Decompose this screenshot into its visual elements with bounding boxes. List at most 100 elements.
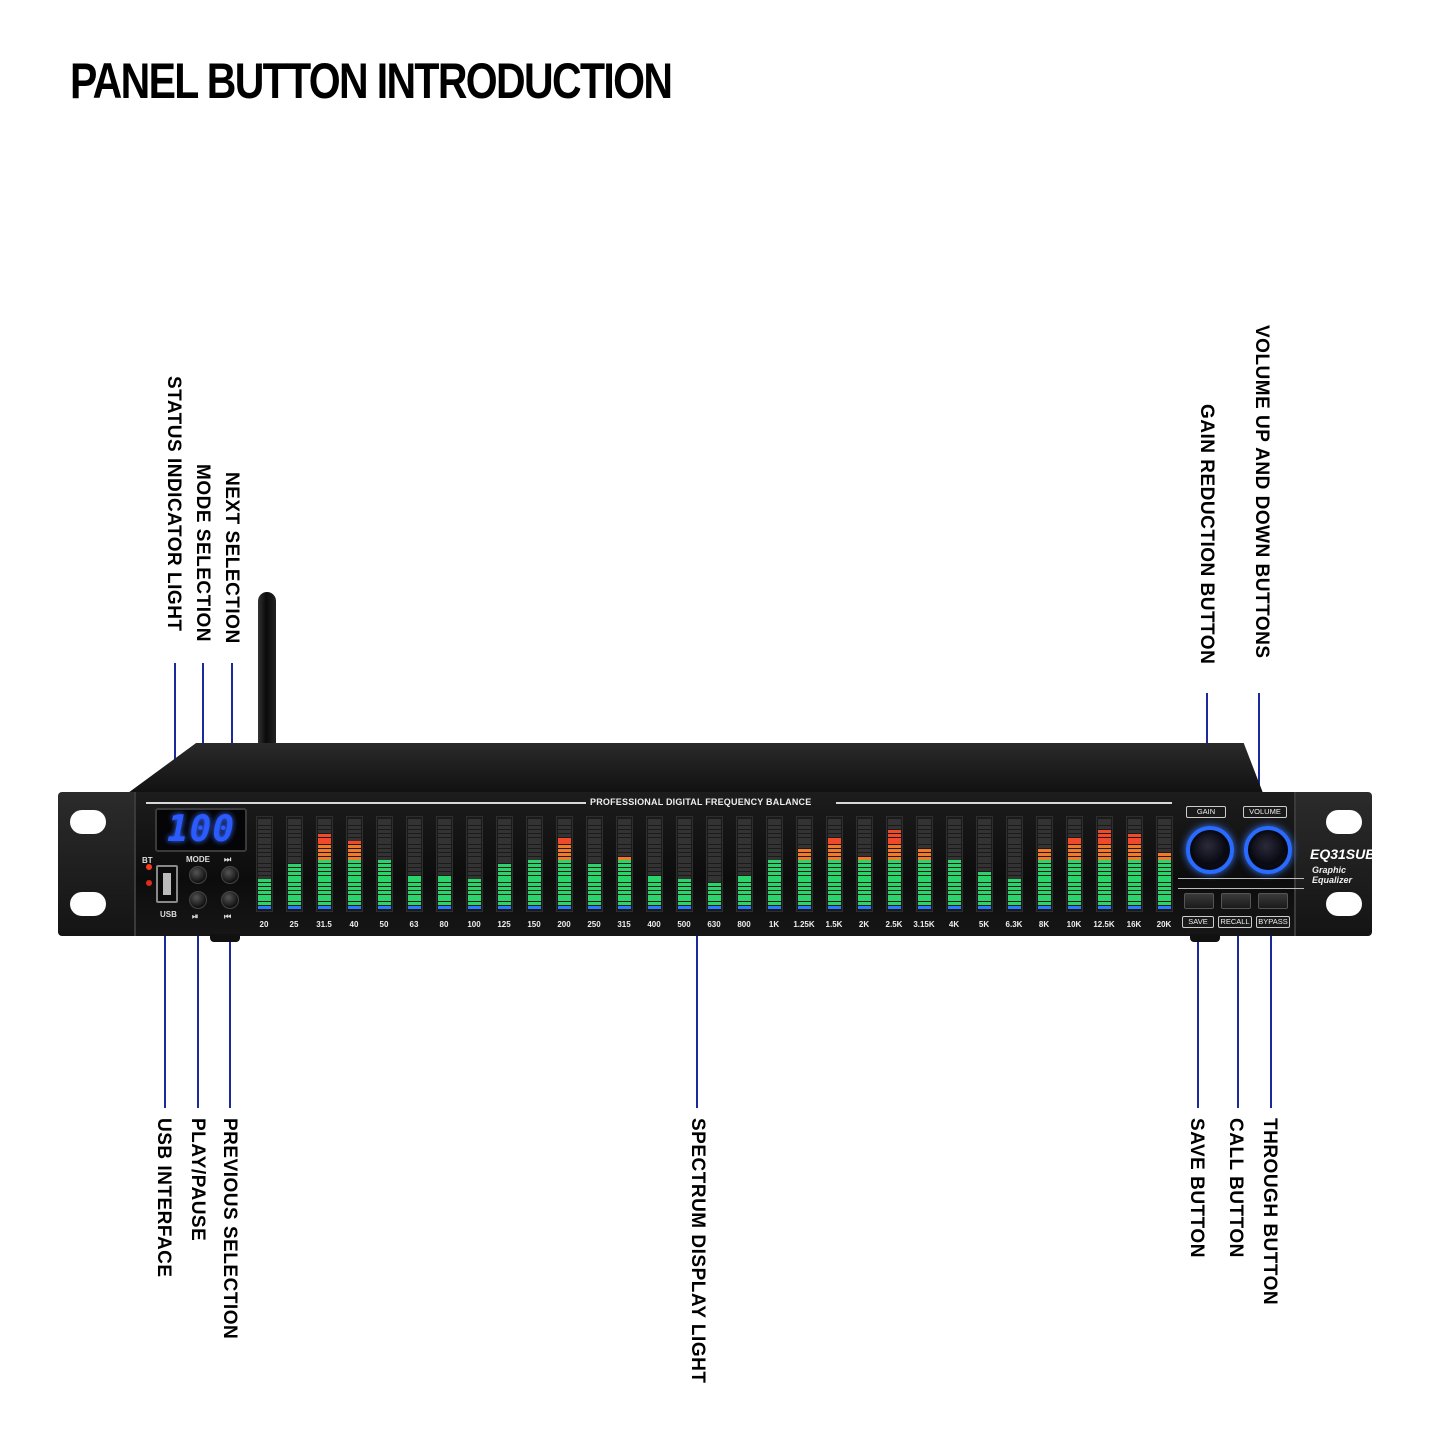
band-segment [498,830,511,833]
band-label: 10K [1066,920,1082,929]
band-segment [438,833,451,837]
band-segment [258,906,271,909]
band-segment [1098,890,1111,894]
band-segment [768,898,781,902]
band-segment [1098,883,1111,887]
band-segment [258,887,271,890]
band-segment [618,852,631,856]
band-segment [1158,826,1171,830]
band-segment [1128,883,1141,887]
recall-button[interactable] [1221,893,1251,909]
band-segment [738,822,751,826]
play-pause-button[interactable] [189,891,207,909]
band-400 [646,816,663,912]
band-segment [558,837,571,841]
band-40 [346,816,363,912]
band-segment [288,833,301,837]
band-segment [918,875,931,879]
band-segment [618,837,631,841]
band-segment [498,883,511,887]
band-segment [1008,902,1021,906]
band-segment [708,864,721,868]
band-segment [408,845,421,849]
gain-knob[interactable] [1186,826,1234,874]
band-segment [678,841,691,845]
previous-button[interactable] [221,891,239,909]
band-segment [858,890,871,894]
band-segment [738,841,751,845]
rack-ear-right [1292,792,1372,936]
save-button[interactable] [1184,893,1214,909]
band-segment [1038,887,1051,890]
band-segment [288,818,301,822]
band-segment [498,894,511,898]
band-segment [258,841,271,845]
band-segment [498,890,511,894]
band-segment [1158,860,1171,864]
panel-header-text: PROFESSIONAL DIGITAL FREQUENCY BALANCE [590,797,812,807]
band-segment [948,830,961,833]
band-segment [978,868,991,871]
band-segment [798,894,811,898]
band-segment [378,864,391,868]
band-segment [498,852,511,856]
band-segment [768,906,781,909]
band-segment [528,841,541,845]
usb-port[interactable] [156,865,178,903]
band-label: 630 [707,920,721,929]
band-segment [468,898,481,902]
band-segment [288,826,301,830]
callout-status-indicator-light: STATUS INDICATOR LIGHT [163,376,184,632]
band-segment [888,830,901,833]
mode-button[interactable] [189,866,207,884]
band-segment [258,864,271,868]
band-label: 63 [409,920,419,929]
band-segment [798,841,811,845]
band-segment [318,822,331,826]
next-button[interactable] [221,866,239,884]
band-segment [378,841,391,845]
band-segment [618,902,631,906]
band-segment [678,887,691,890]
band-8K [1036,816,1053,912]
band-segment [618,833,631,837]
band-segment [768,902,781,906]
band-segment [408,833,421,837]
band-segment [348,864,361,868]
band-segment [768,883,781,887]
rack-slot [1326,892,1362,916]
band-segment [1068,868,1081,871]
band-segment [618,883,631,887]
bt-label: BT [142,856,153,865]
callout-volume-up-down-buttons: VOLUME UP AND DOWN BUTTONS [1251,325,1272,659]
band-segment [528,871,541,875]
band-segment [648,852,661,856]
band-segment [768,830,781,833]
band-segment [918,826,931,830]
band-segment [288,887,301,890]
volume-knob[interactable] [1244,826,1292,874]
band-segment [1038,841,1051,845]
band-segment [738,837,751,841]
band-segment [858,902,871,906]
band-segment [378,868,391,871]
band-segment [798,830,811,833]
band-segment [408,906,421,909]
bypass-button[interactable] [1258,893,1288,909]
band-segment [1008,906,1021,909]
band-segment [678,830,691,833]
band-segment [678,849,691,852]
band-segment [648,894,661,898]
band-segment [528,856,541,860]
band-segment [318,860,331,864]
band-segment [918,860,931,864]
band-segment [528,845,541,849]
band-segment [858,849,871,852]
band-segment [708,890,721,894]
band-segment [948,898,961,902]
band-segment [1008,852,1021,856]
band-segment [648,864,661,868]
band-segment [348,887,361,890]
band-segment [768,852,781,856]
band-segment [378,849,391,852]
